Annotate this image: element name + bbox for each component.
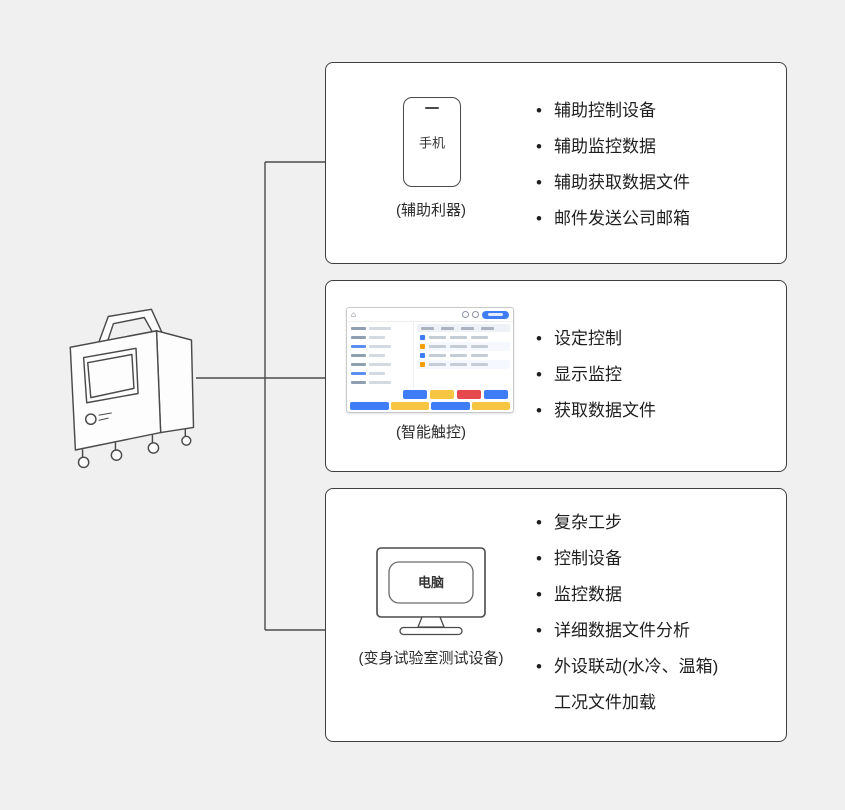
mini-bottom-buttons: [350, 402, 510, 410]
home-icon: ⌂: [351, 309, 356, 319]
mini-left-panel: [347, 322, 414, 388]
brand-logo: [84, 413, 97, 426]
bullet-list: 复杂工步 控制设备 监控数据 详细数据文件分析 外设联动(水冷、温箱) 工况文件…: [536, 505, 718, 721]
section-card-touchscreen: ⌂: [325, 280, 787, 472]
bullet-item: 复杂工步: [536, 505, 718, 541]
section-caption: (辅助利器): [396, 202, 466, 219]
bullet-item: 辅助获取数据文件: [536, 165, 690, 201]
bullet-item: 辅助控制设备: [536, 93, 690, 129]
phone-icon-label: 手机: [418, 135, 446, 151]
bullet-item: 邮件发送公司邮箱: [536, 201, 690, 237]
mini-table-header: [417, 324, 510, 332]
bullet-item: 获取数据文件: [536, 393, 656, 429]
device-screen: [82, 347, 139, 404]
bullet-list: 设定控制 显示监控 获取数据文件: [536, 321, 656, 429]
bullet-item-continuation: 工况文件加载: [554, 693, 656, 712]
bullet-item: 设定控制: [536, 321, 656, 357]
bullet-list: 辅助控制设备 辅助监控数据 辅助获取数据文件 邮件发送公司邮箱: [536, 93, 690, 237]
phone-speaker-bar: [425, 107, 439, 109]
brand-logo-text: [98, 412, 112, 421]
computer-icon: 电脑: [376, 547, 486, 636]
mini-action-buttons: [403, 390, 508, 399]
mini-header: ⌂: [347, 308, 513, 322]
bullet-item: 监控数据: [536, 577, 718, 613]
device-side-face: [155, 330, 195, 434]
section-caption: (变身试验室测试设备): [358, 650, 504, 667]
section-caption: (智能触控): [396, 424, 466, 441]
bell-icon: [462, 311, 469, 318]
mini-table: [414, 322, 513, 388]
section-card-computer: 电脑 (变身试验室测试设备) 复杂工步 控制设备 监控数据 详细数据文件分析 外…: [325, 488, 787, 742]
alert-icon: [472, 311, 479, 318]
caster-wheels: [77, 428, 192, 469]
computer-icon-label: 电脑: [418, 575, 444, 590]
section-card-phone: 手机 (辅助利器) 辅助控制设备 辅助监控数据 辅助获取数据文件 邮件发送公司邮…: [325, 62, 787, 264]
bullet-item: 控制设备: [536, 541, 718, 577]
bullet-item: 详细数据文件分析: [536, 613, 718, 649]
bullet-item: 辅助监控数据: [536, 129, 690, 165]
touchscreen-screenshot: ⌂: [346, 307, 514, 413]
bullet-item: 显示监控: [536, 357, 656, 393]
device-illustration: [69, 308, 195, 469]
bullet-item: 外设联动(水冷、温箱): [536, 649, 718, 685]
mini-status-pill: [482, 310, 509, 319]
phone-icon: 手机: [403, 97, 461, 187]
device-screen-inner: [87, 353, 135, 399]
